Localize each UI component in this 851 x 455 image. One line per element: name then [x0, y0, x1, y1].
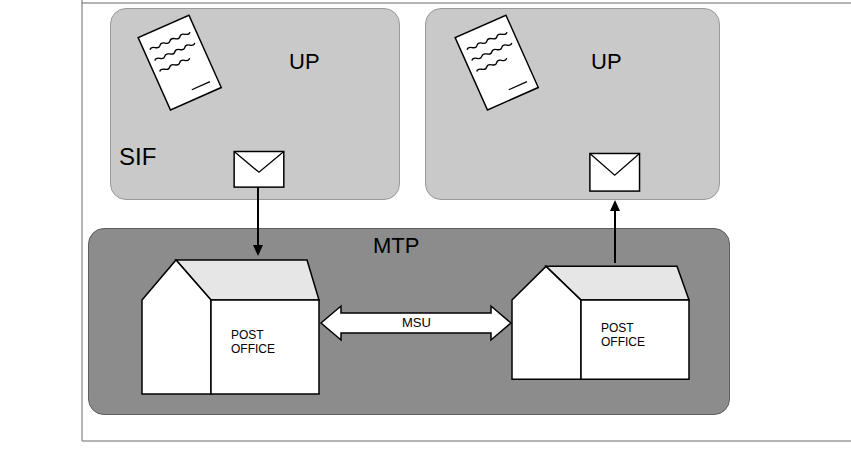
post-office-house — [141, 256, 321, 396]
message-arrow — [321, 306, 511, 340]
edge-label: MSU — [400, 316, 433, 330]
arrow-head — [253, 245, 263, 256]
post-office-label: POST OFFICE — [601, 322, 645, 350]
layer-label: MTP — [373, 233, 419, 258]
arrow-connector — [610, 200, 620, 263]
post-office-label: POST OFFICE — [231, 329, 275, 357]
document-icon — [138, 15, 221, 110]
connector-line — [257, 200, 259, 247]
user-part-panel: UP — [425, 8, 720, 200]
arrow-connector — [253, 200, 263, 256]
document-icon — [455, 15, 538, 110]
envelope-icon — [590, 153, 640, 191]
double-arrow-shape — [321, 306, 511, 340]
layer-illustration — [111, 9, 399, 199]
connector-line — [614, 209, 616, 263]
user-part-panel: UP SIF — [110, 8, 400, 200]
layer-label: UP — [591, 49, 622, 74]
field-label: SIF — [119, 143, 156, 171]
arrow-lead — [257, 187, 259, 200]
post-office-box: POST OFFICE — [511, 263, 691, 381]
layer-label: UP — [289, 49, 320, 74]
layer-illustration — [426, 9, 719, 199]
envelope-icon — [234, 152, 284, 188]
post-office-box: POST OFFICE — [141, 256, 321, 396]
arrow-head — [610, 200, 620, 211]
